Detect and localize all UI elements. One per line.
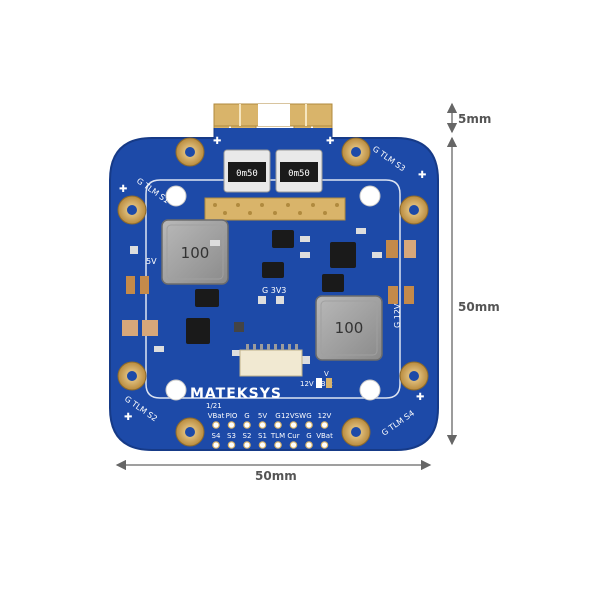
pcb-board: 0m50 0m50 <box>109 100 439 451</box>
mounting-hole-tr <box>359 185 381 207</box>
pin-bottom-label: G <box>306 432 311 440</box>
pin-hole-top <box>212 421 220 429</box>
dimension-label-tab: 5mm <box>458 112 492 126</box>
label-v: V <box>324 370 329 378</box>
shunt-right-label: 0m50 <box>288 169 310 179</box>
pin-bottom-label: S2 <box>243 432 252 440</box>
pin-top-label: 5V <box>258 412 267 420</box>
pin-hole-top <box>243 421 251 429</box>
pin-bottom-label: S1 <box>258 432 267 440</box>
svg-text:✚: ✚ <box>326 136 334 147</box>
svg-text:✚: ✚ <box>416 392 424 403</box>
inductor-top-label: 100 <box>181 244 210 262</box>
pin-holes <box>212 421 329 449</box>
mounting-holes <box>165 185 381 401</box>
dimension-label-width: 50mm <box>255 469 297 483</box>
shunt-resistor-right: 0m50 <box>275 149 323 193</box>
pin-bottom-label: Cur <box>287 432 299 440</box>
pin-top-label: 12VSW <box>281 412 306 420</box>
svg-text:✚: ✚ <box>213 136 221 147</box>
pin-hole-top <box>227 421 236 429</box>
pin-top-label: VBat <box>208 412 225 420</box>
pin-hole-top <box>274 421 282 429</box>
inductor-top: 100 <box>161 219 229 285</box>
jst-connector <box>239 344 303 377</box>
inductor-bottom: 100 <box>315 295 383 361</box>
svg-text:✚: ✚ <box>119 184 127 195</box>
mounting-hole-br <box>359 379 381 401</box>
pin-hole-bottom <box>305 441 313 449</box>
label-g-3v3: G 3V3 <box>262 286 286 295</box>
ic-chips <box>186 230 356 344</box>
pin-bottom-label: S4 <box>212 432 221 440</box>
pin-hole-bottom <box>274 441 282 449</box>
pin-top-label: G <box>306 412 311 420</box>
pin-hole-bottom <box>243 441 251 449</box>
smd-components <box>122 228 416 364</box>
inductor-bottom-label: 100 <box>335 319 364 337</box>
pin-top-label: 12V <box>318 412 332 420</box>
plus-markers: ✚ ✚ ✚ ✚ ✚ ✚ <box>119 136 426 423</box>
pin-bottom-label: TLM <box>270 432 285 440</box>
pin-bottom-label: S3 <box>227 432 236 440</box>
svg-text:✚: ✚ <box>124 412 132 423</box>
pin-top-label: G <box>244 412 249 420</box>
pin-hole-top <box>305 421 313 429</box>
dimension-lines <box>115 102 458 471</box>
pin-hole-bottom <box>289 441 298 449</box>
pin-hole-top <box>258 421 267 429</box>
pin-hole-bottom <box>212 441 220 449</box>
shunt-resistor-left: 0m50 <box>223 149 271 193</box>
svg-text:✚: ✚ <box>418 170 426 181</box>
mounting-hole-bl <box>165 379 187 401</box>
pin-hole-bottom <box>258 441 267 449</box>
silkscreen-outline <box>145 179 401 399</box>
pin-bottom-label: VBat <box>316 432 333 440</box>
label-g-12v: G 12V <box>393 303 402 328</box>
version-label: 1/21 <box>206 402 222 410</box>
label-5v: 5V <box>146 257 157 266</box>
brand-label: MATEKSYS <box>190 386 282 402</box>
pin-hole-bottom <box>227 441 236 449</box>
dimension-label-height: 50mm <box>458 300 500 314</box>
shunt-left-label: 0m50 <box>236 169 258 179</box>
board-outline <box>109 137 439 451</box>
pin-top-label: G <box>275 412 280 420</box>
pin-hole-top <box>289 421 298 429</box>
copper-strip <box>204 197 346 221</box>
mounting-hole-tl <box>165 185 187 207</box>
solder-pads <box>117 137 429 447</box>
pin-top-label: PIO <box>226 412 238 420</box>
pin-hole-top <box>320 421 329 429</box>
pin-hole-bottom <box>320 441 329 449</box>
